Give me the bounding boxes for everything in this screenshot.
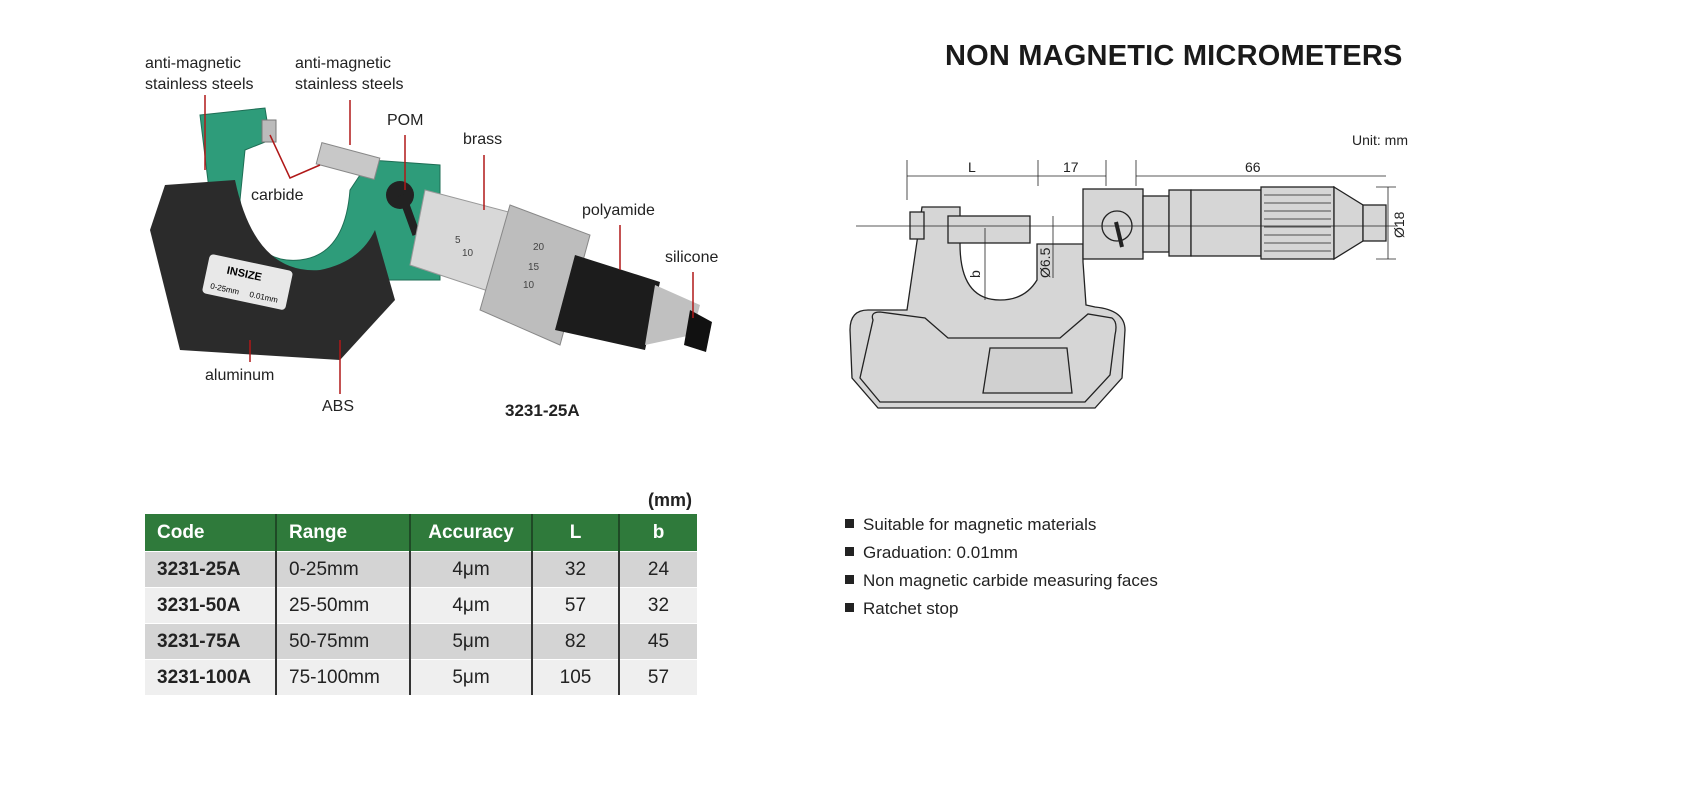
thimble-mark: 10 <box>462 248 474 259</box>
model-code: 3231-25A <box>505 401 580 420</box>
bullet-square-icon <box>845 519 854 528</box>
header-range: Range <box>276 514 411 552</box>
cell-accuracy: 5μm <box>410 659 533 695</box>
feature-item: Non magnetic carbide measuring faces <box>845 567 1158 595</box>
cell-range: 50-75mm <box>276 623 411 660</box>
feature-item: Ratchet stop <box>845 595 1158 623</box>
thimble-mark: 5 <box>455 235 461 246</box>
header-accuracy: Accuracy <box>410 514 533 552</box>
thimble-mark: 20 <box>533 242 545 253</box>
label-silicone: silicone <box>665 249 719 266</box>
table-unit: (mm) <box>648 490 692 510</box>
cell-accuracy: 4μm <box>410 551 533 588</box>
cell-b: 32 <box>619 587 697 624</box>
page-title: NON MAGNETIC MICROMETERS <box>945 40 1403 72</box>
cell-range: 0-25mm <box>276 551 411 588</box>
dim-66: 66 <box>1245 159 1261 175</box>
thimble-mark: 15 <box>528 262 540 273</box>
bullet-square-icon <box>845 575 854 584</box>
table-row: 3231-50A 25-50mm 4μm 57 32 <box>145 587 697 624</box>
label-anvil-material: anti-magnetic stainless steels <box>145 55 254 93</box>
feature-item: Graduation: 0.01mm <box>845 539 1158 567</box>
feature-text: Graduation: 0.01mm <box>863 543 1018 562</box>
feature-text: Suitable for magnetic materials <box>863 515 1097 534</box>
cell-b: 24 <box>619 551 697 588</box>
dim-b: b <box>967 270 983 278</box>
cell-range: 75-100mm <box>276 659 411 695</box>
feature-text: Ratchet stop <box>863 599 959 618</box>
bullet-square-icon <box>845 603 854 612</box>
label-brass: brass <box>463 131 503 148</box>
cell-L: 32 <box>532 551 620 588</box>
table-row: 3231-75A 50-75mm 5μm 82 45 <box>145 623 697 660</box>
feature-list: Suitable for magnetic materials Graduati… <box>845 511 1158 623</box>
label-spindle-material: anti-magnetic stainless steels <box>295 55 404 93</box>
dim-L: L <box>968 159 976 175</box>
cell-L: 82 <box>532 623 620 660</box>
header-code: Code <box>145 514 277 552</box>
cell-code: 3231-50A <box>145 587 277 624</box>
label-aluminum: aluminum <box>205 367 275 384</box>
feature-item: Suitable for magnetic materials <box>845 511 1158 539</box>
cell-code: 3231-25A <box>145 551 277 588</box>
micrometer-photo: INSIZE 0-25mm 0.01mm 20 15 10 5 10 <box>150 95 712 394</box>
cell-code: 3231-100A <box>145 659 277 695</box>
cell-range: 25-50mm <box>276 587 411 624</box>
cell-accuracy: 4μm <box>410 587 533 624</box>
cell-L: 105 <box>532 659 620 695</box>
cell-L: 57 <box>532 587 620 624</box>
label-carbide: carbide <box>251 187 304 204</box>
thimble-mark: 10 <box>523 280 535 291</box>
spec-table: Code Range Accuracy L b 3231-25A 0-25mm … <box>145 514 697 695</box>
label-pom: POM <box>387 112 424 129</box>
bullet-square-icon <box>845 547 854 556</box>
dim-17: 17 <box>1063 159 1079 175</box>
cell-b: 45 <box>619 623 697 660</box>
cell-b: 57 <box>619 659 697 695</box>
brand-plate <box>202 254 293 310</box>
cell-accuracy: 5μm <box>410 623 533 660</box>
label-polyamide: polyamide <box>582 202 655 219</box>
header-L: L <box>532 514 620 552</box>
drawing-unit: Unit: mm <box>1352 132 1408 148</box>
header-b: b <box>619 514 697 552</box>
label-abs: ABS <box>322 398 355 415</box>
technical-drawing: L 17 66 Ø18 b Ø6.5 <box>849 159 1407 409</box>
dim-diameter-18: Ø18 <box>1391 211 1407 238</box>
cell-code: 3231-75A <box>145 623 277 660</box>
table-row: 3231-100A 75-100mm 5μm 105 57 <box>145 659 697 695</box>
table-row: 3231-25A 0-25mm 4μm 32 24 <box>145 551 697 588</box>
feature-text: Non magnetic carbide measuring faces <box>863 571 1158 590</box>
dim-diameter-6-5: Ø6.5 <box>1037 247 1053 278</box>
